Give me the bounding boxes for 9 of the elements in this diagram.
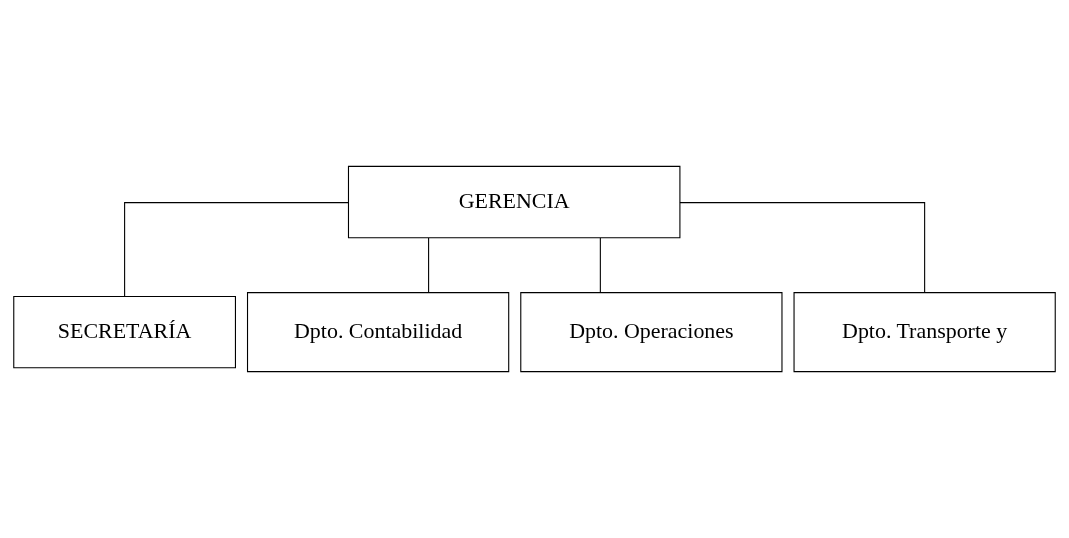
node-box: Dpto. Contabilidad — [246, 292, 510, 373]
connector — [124, 202, 349, 297]
connector — [679, 202, 926, 294]
node-box: GERENCIA — [347, 165, 681, 239]
node-box: Dpto. Transporte y — [793, 292, 1056, 373]
node-box: SECRETARÍA — [13, 295, 236, 369]
connector — [599, 237, 601, 293]
node-box: Dpto. Operaciones — [520, 292, 783, 373]
connector — [428, 237, 430, 293]
